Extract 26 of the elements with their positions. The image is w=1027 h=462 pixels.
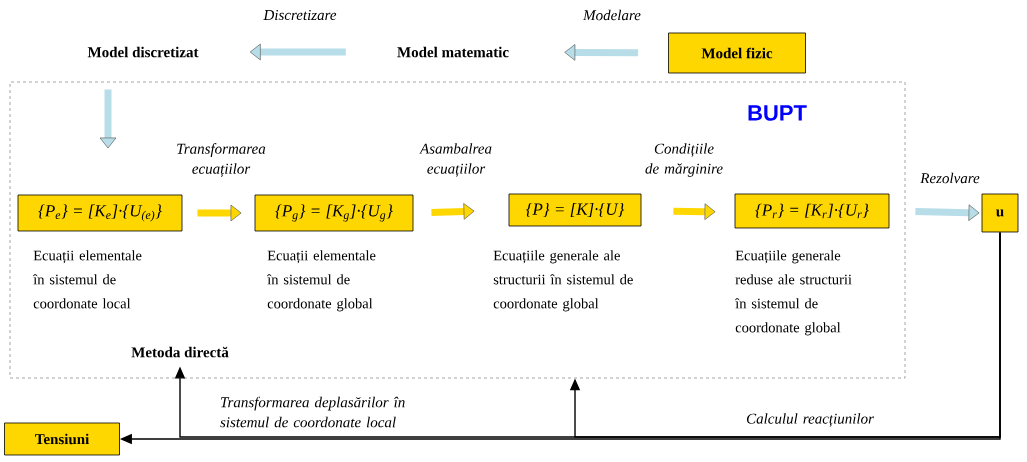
node-caption: Ecuații elementale în sistemul de coordonate local xyxy=(32,250,142,309)
node-caption: Ecuații elementale în sistemul de coordonate global xyxy=(266,250,376,312)
process-box: Tensiuni xyxy=(4,422,120,456)
stage-label: Metoda directă xyxy=(131,346,229,358)
arrow xyxy=(569,231,1001,438)
dashed-frame xyxy=(9,81,906,379)
edge-label: Transformarea ecuațiilor xyxy=(177,143,266,177)
equation-box: {P$_{g}$} = [K$_{g}$]·{U$_{g}$} xyxy=(254,194,414,232)
stage-label: Model discretizat xyxy=(87,46,199,58)
edge-label: Modelare xyxy=(582,9,641,21)
watermark-label: BUPT xyxy=(748,105,807,121)
edge-label: Condițiile de mărginire xyxy=(645,143,723,177)
equation-box: {P$_{e}$} = [K$_{e}$]·{U$_{(e)}$} xyxy=(17,194,183,232)
node-caption: Ecuațiile generale ale structurii în sistemul de coordonate global xyxy=(493,250,633,312)
edge-label: Rezolvare xyxy=(920,172,980,184)
process-box: Model fizic xyxy=(668,32,806,74)
edge-label: Asambalrea ecuațiilor xyxy=(419,143,492,177)
equation-box: {P} = [K]·{U} xyxy=(508,193,642,227)
equation-box: {P$_{r}$} = [K$_{r}$]·{U$_{r}$} xyxy=(734,193,890,229)
block-arrow xyxy=(564,44,639,61)
stage-label: Model matematic xyxy=(397,46,509,58)
node-caption: Ecuațiile generale reduse ale structurii în sistemul de coordonate global xyxy=(734,250,852,336)
process-box: u xyxy=(981,193,1019,233)
edge-label: Transformarea deplasărilor în sistemul de coordonate local xyxy=(220,396,405,428)
edge-label: Calculul reacțiunilor xyxy=(746,413,874,427)
edge-label: Discretizare xyxy=(263,9,337,21)
